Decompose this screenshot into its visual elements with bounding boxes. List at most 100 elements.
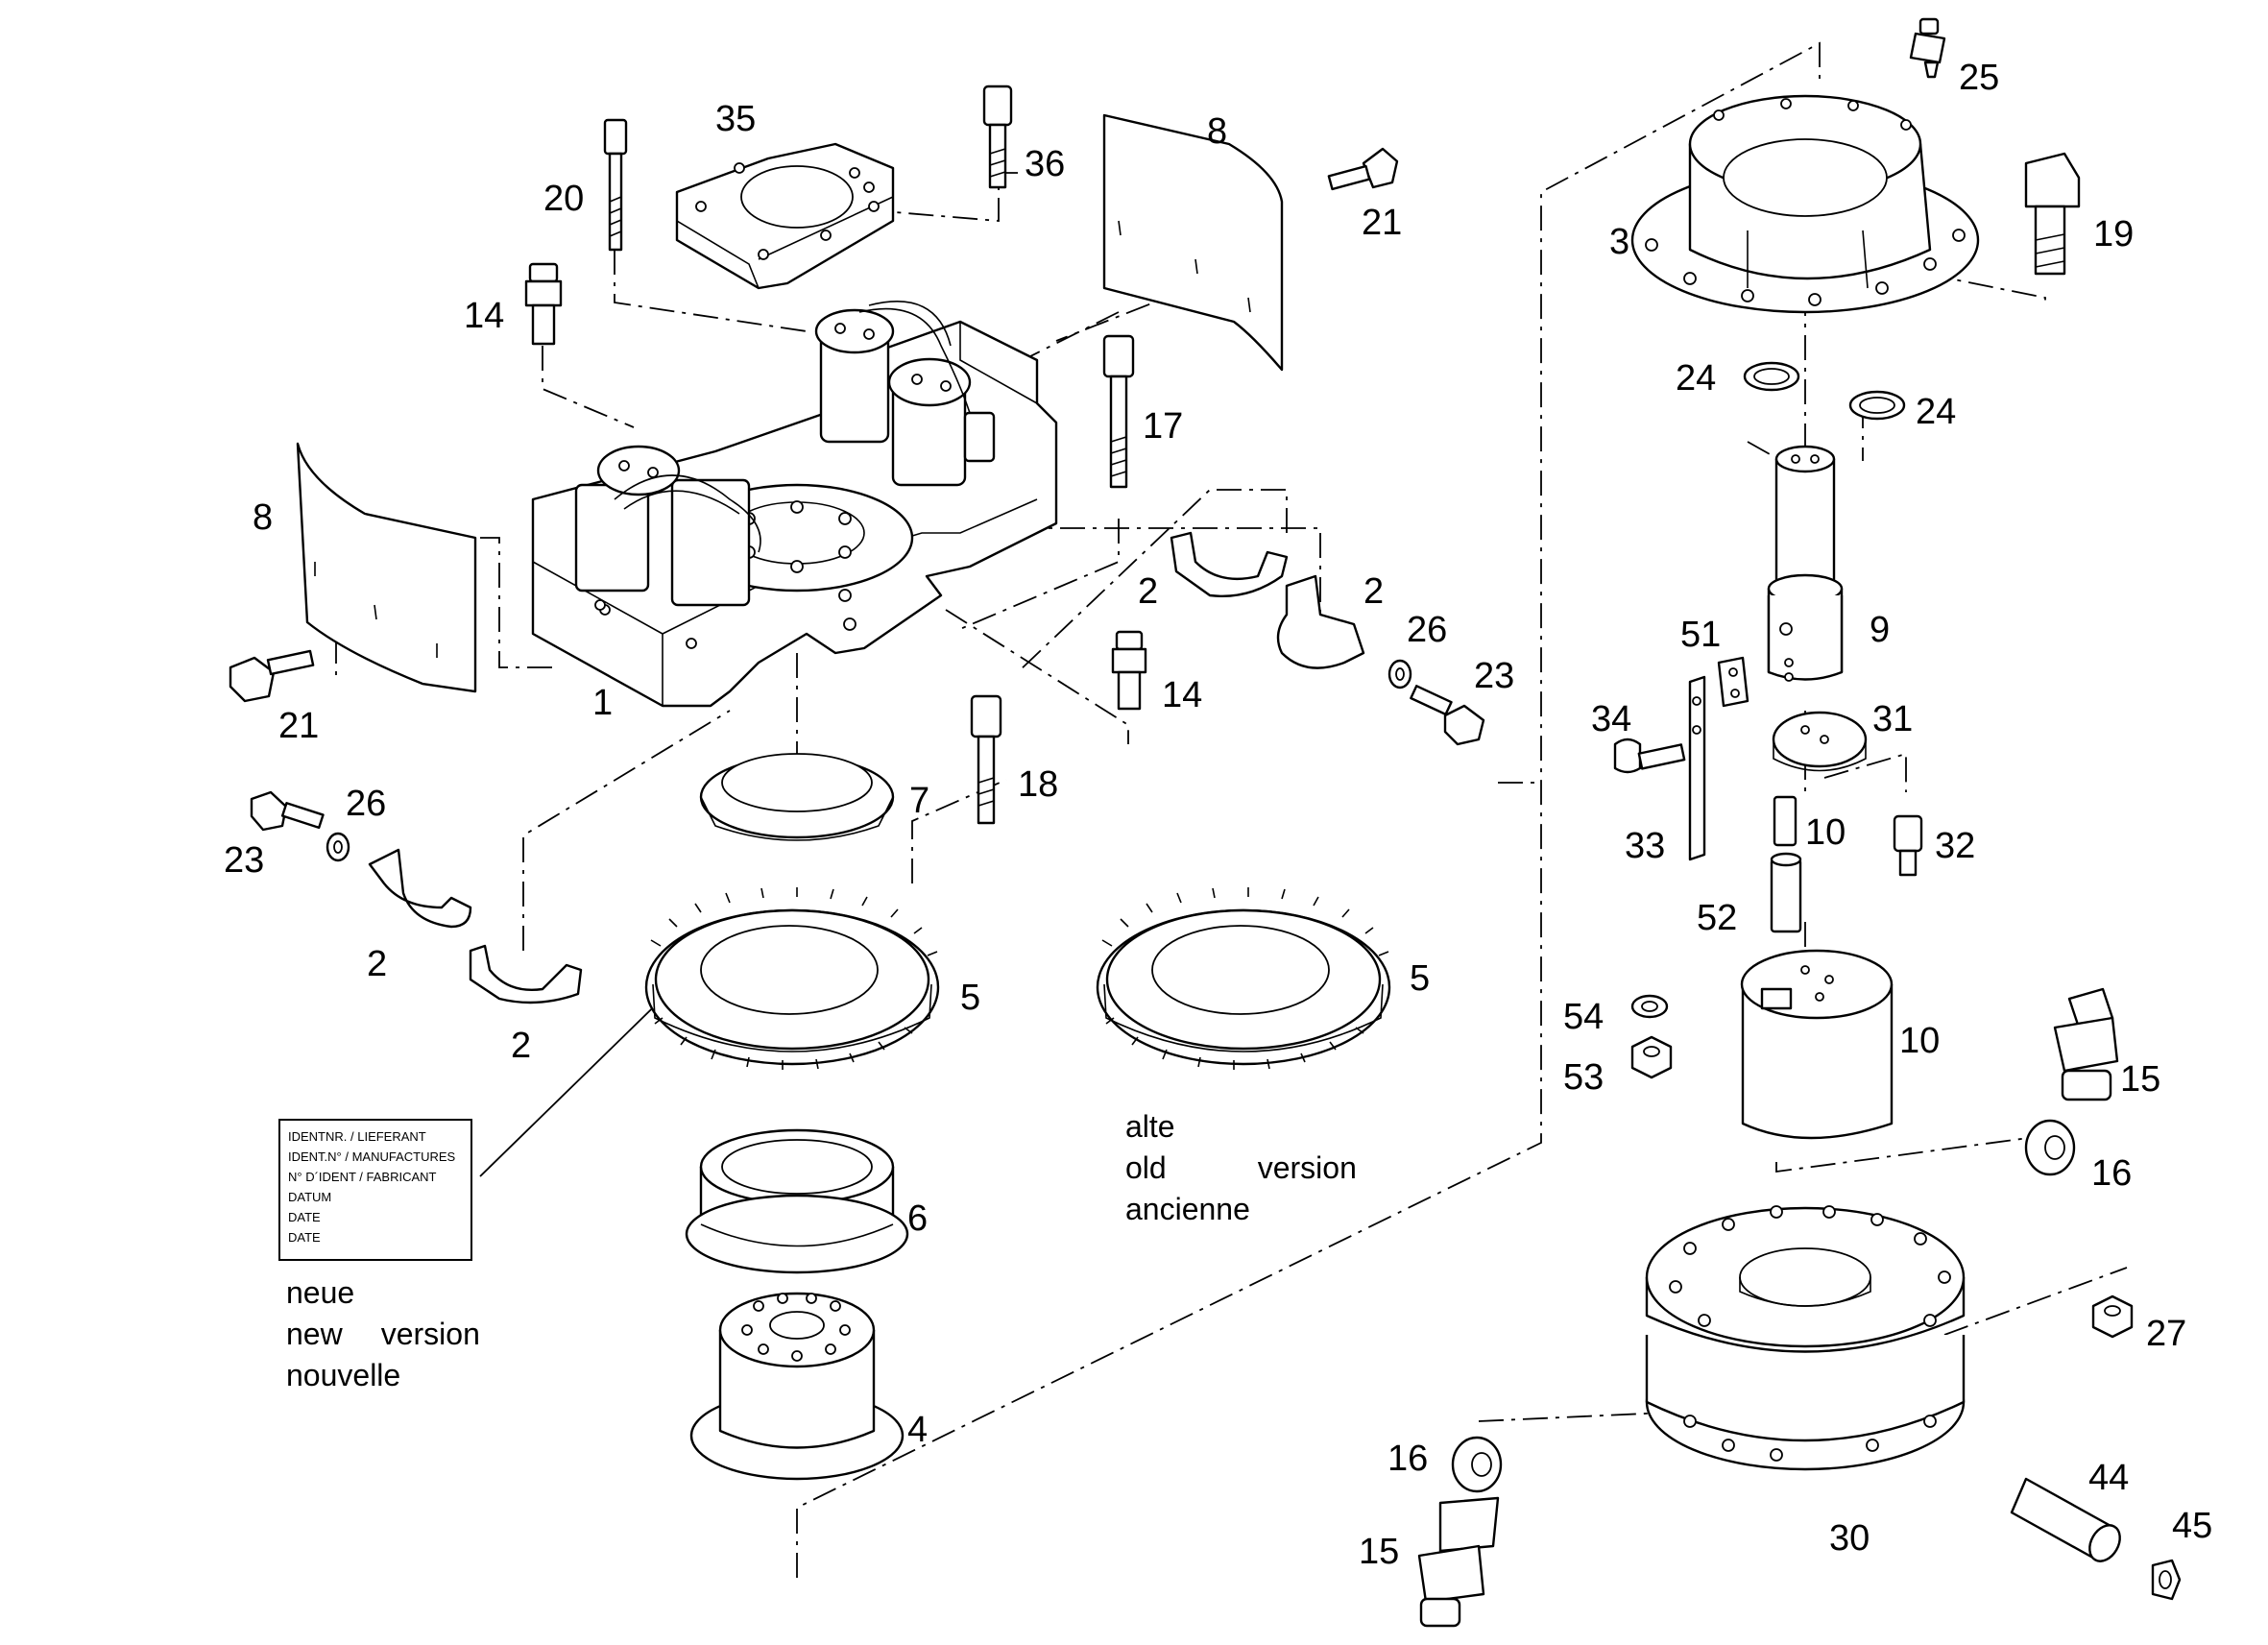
block-part-51 <box>1717 656 1749 708</box>
new-version-line3: nouvelle <box>286 1358 401 1393</box>
ring-part-7 <box>699 753 895 841</box>
old-version-line3: ancienne <box>1125 1192 1250 1227</box>
fitting-part-14-top <box>524 262 563 346</box>
cover-plate-part-8-right <box>1102 113 1284 372</box>
flange-part-30 <box>1645 1205 1966 1471</box>
callout-8: 8 <box>1207 111 1228 152</box>
callout-2: 2 <box>367 944 388 984</box>
washer-part-26-left <box>326 832 350 862</box>
callout-24: 24 <box>1916 392 1957 432</box>
shaft-part-9 <box>1767 445 1844 682</box>
callout-32: 32 <box>1935 826 1976 866</box>
callout-44: 44 <box>2088 1458 2130 1498</box>
callout-53: 53 <box>1563 1057 1604 1098</box>
label-line: DATE <box>288 1230 321 1245</box>
new-version-word: version <box>380 1317 480 1352</box>
plate-part-31 <box>1772 711 1868 772</box>
callout-26: 26 <box>346 784 387 824</box>
callout-19: 19 <box>2093 214 2135 254</box>
pin-part-10-small <box>1773 795 1798 847</box>
callout-36: 36 <box>1025 144 1066 184</box>
callout-17: 17 <box>1143 406 1184 447</box>
fitting-part-15-bottom <box>1417 1496 1500 1628</box>
bolt-part-21-top <box>1327 147 1399 191</box>
bolt-part-17 <box>1102 334 1135 489</box>
callout-27: 27 <box>2146 1314 2187 1354</box>
seal-part-24 <box>1743 361 1906 421</box>
callout-14: 14 <box>464 296 505 336</box>
label-line: IDENT.N° / MANUFACTURES <box>288 1149 456 1164</box>
gear-teeth-new <box>650 887 938 1070</box>
callout-16: 16 <box>1387 1439 1429 1479</box>
washer-part-54 <box>1630 994 1669 1019</box>
bolt-part-21-left <box>229 649 315 703</box>
clip-part-2-left-a <box>368 848 472 929</box>
bolt-part-23-left <box>250 790 325 832</box>
gear-ring-part-5-new <box>644 887 940 1070</box>
callout-26: 26 <box>1407 610 1448 650</box>
flange-part-35 <box>675 142 895 290</box>
callout-16: 16 <box>2091 1153 2133 1194</box>
callout-1: 1 <box>592 683 614 723</box>
callout-9: 9 <box>1870 610 1891 650</box>
gear-teeth-old <box>1101 887 1389 1070</box>
housing-part-1 <box>531 301 1058 708</box>
bushing-part-16 <box>1451 1119 2076 1493</box>
callout-7: 7 <box>909 781 930 821</box>
callout-24: 24 <box>1676 358 1717 399</box>
fitting-part-14-mid <box>1111 630 1147 711</box>
callout-2: 2 <box>1363 571 1385 612</box>
callout-3: 3 <box>1609 222 1630 262</box>
clip-part-2-right-b <box>1276 574 1365 669</box>
cover-plate-part-8-left <box>296 442 477 693</box>
callout-6: 6 <box>907 1198 929 1239</box>
callout-18: 18 <box>1018 764 1059 805</box>
bolt-part-23-right <box>1410 685 1485 746</box>
callout-5: 5 <box>960 978 981 1018</box>
hub-part-4 <box>689 1292 905 1481</box>
callout-34: 34 <box>1591 699 1632 739</box>
callout-15: 15 <box>1359 1532 1400 1572</box>
nut-part-27 <box>2091 1294 2134 1339</box>
identification-label-box: IDENTNR. / LIEFERANT IDENT.N° / MANUFACT… <box>278 1119 472 1261</box>
callout-14: 14 <box>1162 675 1203 715</box>
bolt-part-32 <box>1893 814 1923 877</box>
washer-part-26-right <box>1387 659 1412 689</box>
clip-part-2-right-a <box>1170 531 1289 597</box>
label-line: IDENTNR. / LIEFERANT <box>288 1129 426 1144</box>
callout-20: 20 <box>543 179 585 219</box>
callout-31: 31 <box>1872 699 1914 739</box>
old-version-line2: old <box>1125 1150 1167 1186</box>
callout-21: 21 <box>1362 203 1403 243</box>
callout-51: 51 <box>1680 615 1722 655</box>
bolt-part-19 <box>2024 152 2081 276</box>
callout-23: 23 <box>1474 656 1515 696</box>
callout-30: 30 <box>1829 1518 1870 1559</box>
callout-4: 4 <box>907 1410 929 1450</box>
nut-part-53 <box>1630 1035 1673 1079</box>
callout-35: 35 <box>715 99 757 139</box>
bolt-part-18 <box>970 694 1002 825</box>
callout-33: 33 <box>1625 826 1666 866</box>
callout-10: 10 <box>1899 1021 1941 1061</box>
new-version-line2: new <box>286 1317 343 1352</box>
gear-ring-part-5-old <box>1096 887 1391 1070</box>
label-line: N° D´IDENT / FABRICANT <box>288 1170 437 1184</box>
spacer-part-52 <box>1770 852 1802 933</box>
callout-2: 2 <box>1138 571 1159 612</box>
pin-part-44 <box>2010 1477 2121 1562</box>
flange-part-3 <box>1630 94 1980 314</box>
bolt-part-36 <box>982 85 1013 189</box>
plug-part-45 <box>2151 1559 2182 1601</box>
callout-8: 8 <box>253 497 274 538</box>
bar-part-33 <box>1688 675 1706 861</box>
label-line: DATUM <box>288 1190 332 1204</box>
old-version-note: alte old version ancienne <box>1125 1106 1357 1231</box>
callout-5: 5 <box>1410 958 1431 999</box>
old-version-line1: alte <box>1125 1109 1175 1144</box>
fitting-part-15-top <box>2053 987 2119 1101</box>
old-version-word: version <box>1257 1150 1357 1186</box>
callout-15: 15 <box>2120 1059 2161 1100</box>
